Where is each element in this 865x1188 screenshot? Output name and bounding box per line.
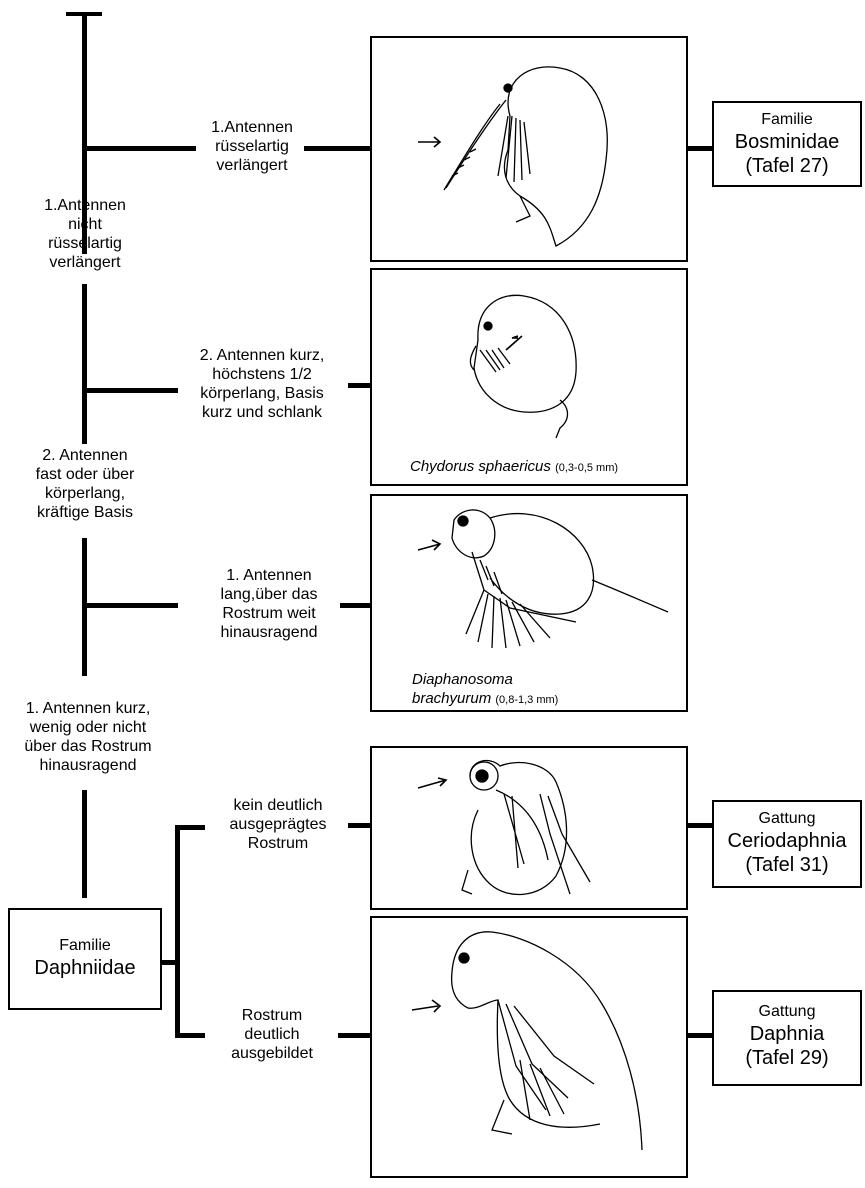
family-daphniidae-rank: Familie (59, 937, 111, 954)
result-daphnia-name: Daphnia (749, 1023, 825, 1045)
caption-chydorus-size: (0,3-0,5 mm) (555, 462, 619, 474)
branch-2-text: 2. Antennen kurz, höchstens 1/2 körperla… (199, 347, 325, 421)
branch-3-text: 1. Antennen lang,über das Rostrum weit h… (220, 567, 318, 641)
family-daphniidae-name: Daphniidae (34, 957, 136, 979)
result-connector-1 (688, 146, 712, 151)
result-connector-3 (688, 1033, 712, 1038)
key-text-antennae-long: 2. Antennen fast oder über körperlang, k… (35, 447, 135, 521)
branch-1-text: 1.Antennen rüsselartig verlängert (211, 119, 293, 174)
daphniidae-bracket-top (175, 825, 205, 830)
illustration-frame-chydorus (370, 268, 688, 486)
caption-diaphanosoma: Diaphanosoma brachyurum (0,8-1,3 mm) (412, 670, 558, 710)
family-daphniidae-box: Familie Daphniidae (8, 908, 162, 1010)
connector-2 (348, 383, 370, 388)
result-box-daphnia: Gattung Daphnia (Tafel 29) (712, 990, 862, 1086)
connector-5 (338, 1033, 370, 1038)
daphniidae-stem (162, 960, 178, 965)
daphniidae-bracket-vertical (175, 825, 180, 1037)
caption-chydorus-name: Chydorus sphaericus (410, 458, 551, 475)
result-daphnia-plate: (Tafel 29) (745, 1047, 829, 1069)
result-ceriodaphnia-name: Ceriodaphnia (727, 830, 847, 852)
trunk-segment-2 (82, 284, 87, 444)
result-box-bosminidae: Familie Bosminidae (Tafel 27) (712, 101, 862, 187)
key-text-antennae-not-elongated: 1.Antennen nicht rüsselartig verlängert (44, 197, 126, 271)
caption-diaphanosoma-genus: Diaphanosoma (412, 671, 513, 688)
trunk-top-cap (66, 12, 102, 16)
caption-chydorus: Chydorus sphaericus (0,3-0,5 mm) (410, 457, 618, 478)
ceriodaphnia-drawing (417, 759, 591, 896)
connector-3 (340, 603, 370, 608)
connector-4 (348, 823, 370, 828)
branch-4-text: kein deutlich ausgeprägtes Rostrum (229, 797, 327, 852)
result-connector-2 (688, 823, 712, 828)
trunk-top (82, 12, 87, 254)
branch-2-line (84, 388, 178, 393)
caption-diaphanosoma-species: brachyurum (412, 690, 492, 707)
illustration-frame-bosmina (370, 36, 688, 262)
branch-5-text: Rostrum deutlich ausgebildet (231, 1007, 313, 1062)
trunk-segment-4 (82, 790, 87, 898)
illustration-frame-daphnia (370, 916, 688, 1178)
result-ceriodaphnia-plate: (Tafel 31) (745, 854, 829, 876)
diaphanosoma-drawing (417, 509, 669, 649)
result-bosminidae-rank: Familie (761, 111, 813, 128)
branch-3-line (84, 603, 178, 608)
daphniidae-bracket-bottom (175, 1033, 205, 1038)
daphnia-drawing (411, 931, 643, 1151)
result-bosminidae-name: Bosminidae (734, 131, 840, 153)
result-ceriodaphnia-rank: Gattung (758, 810, 816, 827)
result-box-ceriodaphnia: Gattung Ceriodaphnia (Tafel 31) (712, 800, 862, 888)
result-daphnia-rank: Gattung (758, 1003, 816, 1020)
caption-diaphanosoma-size: (0,8-1,3 mm) (495, 694, 559, 706)
branch-1-line (84, 146, 196, 151)
illustration-frame-diaphanosoma (370, 494, 688, 712)
chydorus-drawing (469, 294, 577, 439)
bosmina-drawing (418, 66, 608, 247)
key-text-antennae-short: 1. Antennen kurz, wenig oder nicht über … (24, 700, 152, 774)
connector-1 (304, 146, 370, 151)
result-bosminidae-plate: (Tafel 27) (745, 155, 829, 177)
illustration-frame-ceriodaphnia (370, 746, 688, 910)
